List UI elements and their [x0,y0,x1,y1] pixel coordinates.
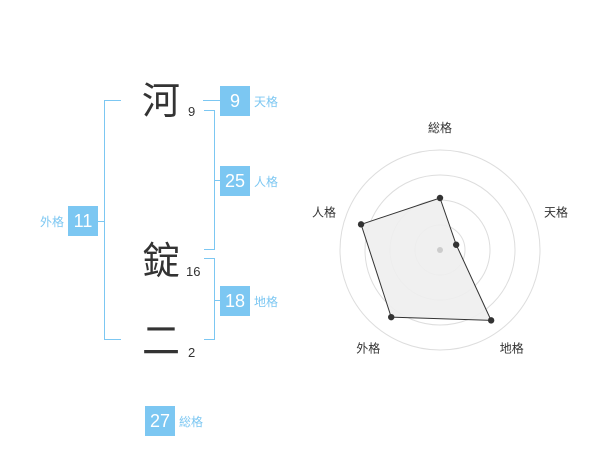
stroke-count-3: 2 [188,345,196,360]
name-char-2: 錠 [142,239,181,283]
stroke-count-2: 16 [186,264,201,279]
chikaku-connector [214,300,220,301]
radar-data-point [388,313,395,321]
name-char-1: 河 [142,79,181,123]
tenkaku-label: 天格 [254,94,279,109]
name-char-3: 二 [142,319,181,363]
radar-grid-ring [339,149,541,351]
chikaku-badge: 18 地格 [220,286,278,316]
radar-axis-label: 人格 [312,204,336,219]
radar-data-point [357,221,365,228]
chikaku-value: 18 [220,286,250,316]
jinkaku-connector [214,180,220,181]
radar-data-points [357,194,495,324]
jinkaku-badge: 25 人格 [220,166,278,196]
radar-grid-ring [364,174,516,326]
radar-axis-label: 総格 [428,120,452,135]
radar-axis-label: 天格 [544,204,568,219]
jinkaku-label: 人格 [254,174,279,189]
radar-axis-label: 外格 [356,341,380,356]
radar-data-point [452,241,460,248]
radar-data-point [436,194,444,202]
stroke-count-1: 9 [188,104,196,119]
jinkaku-value: 25 [220,166,250,196]
gaikaku-connector [97,221,105,222]
tenkaku-badge: 9 天格 [220,86,278,116]
gaikaku-label: 外格 [40,214,65,229]
soukaku-value: 27 [145,406,175,436]
gaikaku-badge: 外格 11 [40,206,99,236]
soukaku-badge: 27 総格 [145,406,203,436]
gaikaku-value: 11 [68,206,99,236]
radar-axis-label: 地格 [500,341,524,356]
radar-data-area [360,197,492,321]
chikaku-bracket [204,258,215,340]
tenkaku-connector [203,100,220,101]
radar-data-point [487,317,495,324]
chikaku-label: 地格 [254,294,279,309]
radar-center-dot [437,247,443,253]
tenkaku-value: 9 [220,86,250,116]
soukaku-label: 総格 [179,414,204,429]
gaikaku-bracket [104,100,121,340]
